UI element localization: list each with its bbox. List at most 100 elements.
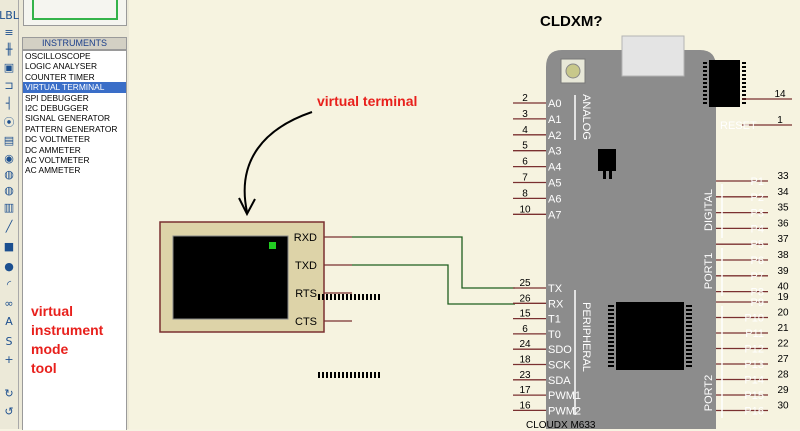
peripheral-pin-label: T0 [548,329,561,341]
terminal-indicator [269,242,276,249]
port2-pin-number: 22 [777,339,789,350]
probe-tool-icon[interactable]: ◍ [4,167,14,181]
analog-pin-label: A3 [548,146,561,158]
box-tool-icon[interactable]: ■ [3,239,15,253]
digital-group-label: DIGITAL [703,189,715,231]
terminal-pin-label: RTS [295,288,317,300]
peripheral-pin-number: 6 [522,324,528,335]
reset-pin-number: 1 [777,115,783,126]
port2-group-label: PORT2 [703,375,715,411]
subcircuit-tool-icon[interactable]: ▣ [3,60,15,74]
peripheral-pin-label: TX [548,283,563,295]
symbol-tool-icon[interactable]: S [5,334,13,348]
tool-annotation-line: instrument [31,322,104,338]
analog-pin-number: 5 [522,141,528,152]
line-tool-icon[interactable]: ╱ [5,219,13,233]
eeprom-chip [703,60,746,107]
graph-tool-icon[interactable]: ⦿ [3,116,15,129]
port1-pin-label: P8 [751,287,764,299]
text-tool-icon[interactable]: A [5,314,13,328]
analog-pin-number: 8 [522,188,528,199]
peripheral-pin-label: SCK [548,360,571,372]
board-title: CLDXM? [540,13,603,30]
tool-annotation-line: virtual [31,303,74,319]
reset-pin-label: RESET [720,120,757,132]
analog-pin-number: 4 [522,125,528,136]
instrument-item[interactable]: OSCILLOSCOPE [25,51,91,61]
instruments-header: INSTRUMENTS [22,37,127,50]
peripheral-pin-label: SDO [548,344,572,356]
terminal-tool-icon[interactable]: ⊐ [4,78,14,92]
peripheral-pin-label: RX [548,298,564,310]
rotate-ccw-icon[interactable]: ↺ [4,404,14,418]
instrument-item[interactable]: DC AMMETER [25,144,81,155]
pin-tool-icon[interactable]: ┤ [5,96,13,110]
peripheral-pin-number: 17 [519,385,531,396]
arc-tool-icon[interactable]: ◜ [6,277,12,291]
generator-tool-icon[interactable]: ◉ [4,151,14,165]
instrument-item[interactable]: LOGIC ANALYSER [25,61,97,72]
analog-pin-number: 10 [519,204,531,215]
instrument-item[interactable]: AC AMMETER [25,165,81,176]
terminal-pin-label: TXD [295,260,317,272]
analog-pin-label: A5 [548,178,561,190]
analog-group-label: ANALOG [580,94,592,140]
port1-pin-label: P5 [751,239,764,251]
instrument-item[interactable]: I2C DEBUGGER [25,103,89,114]
analog-pin-label: A0 [548,98,561,110]
path-tool-icon[interactable]: ∞ [4,296,14,310]
analog-pin-number: 2 [522,93,528,104]
port2-pin-number: 29 [777,385,789,396]
voltage-probe-icon[interactable]: ◍ [4,183,14,197]
overview-window[interactable] [23,0,127,26]
port1-pin-label: P6 [751,255,764,267]
terminal-pin-label: RXD [294,232,317,244]
port1-pin-label: P3 [751,208,764,220]
bus-tool-icon[interactable]: ╫ [5,42,13,56]
peripheral-pin-number: 15 [519,309,531,320]
port1-group-label: PORT1 [703,253,715,289]
peripheral-pin-number: 26 [519,293,531,304]
peripheral-pin-label: PWM1 [548,390,581,402]
virtual-instrument-icon[interactable]: ▥ [3,200,15,214]
label-tool-icon[interactable]: LBL [0,8,19,22]
peripheral-pin-label: SDA [548,375,571,387]
port1-pin-number: 34 [777,187,789,198]
port2-pin-number: 27 [777,354,789,365]
regulator-chip [598,149,616,171]
cloudx-board[interactable]: A02A13A24A35A46A57A68A710TX25RX26T115T06… [318,35,792,429]
instrument-item[interactable]: AC VOLTMETER [25,155,90,166]
port1-pin-number: 36 [777,218,789,229]
port1-pin-label: P7 [751,271,764,283]
port2-pin-label: P10 [744,313,764,325]
circle-tool-icon[interactable]: ● [4,259,14,273]
instrument-item[interactable]: SPI DEBUGGER [25,92,89,103]
peripheral-pin-number: 25 [519,278,531,289]
instrument-item[interactable]: SIGNAL GENERATOR [25,113,111,124]
port2-pin-number: 20 [777,308,789,319]
marker-tool-icon[interactable]: + [4,352,14,366]
instrument-item[interactable]: PATTERN GENERATOR [25,123,118,134]
port1-pin-label: P2 [751,192,764,204]
port1-pin-number: 40 [777,282,789,293]
instrument-item[interactable]: COUNTER TIMER [25,71,95,82]
port1-pin-number: 38 [777,250,789,261]
port2-pin-label: P12 [744,344,764,356]
tool-annotation-line: tool [31,360,57,376]
instrument-item[interactable]: DC VOLTMETER [25,134,90,145]
annotation-arrowhead [238,197,256,217]
rotate-cw-icon[interactable]: ↻ [4,386,14,400]
tape-tool-icon[interactable]: ▤ [3,133,15,147]
port2-pin-label: P16 [744,406,764,418]
instrument-item[interactable]: VIRTUAL TERMINAL [23,82,126,93]
port2-pin-label: P13 [744,359,764,371]
port1-pin-number: 39 [777,266,789,277]
wire-rxd-tx [352,236,515,289]
script-tool-icon[interactable]: ≡ [4,25,14,39]
